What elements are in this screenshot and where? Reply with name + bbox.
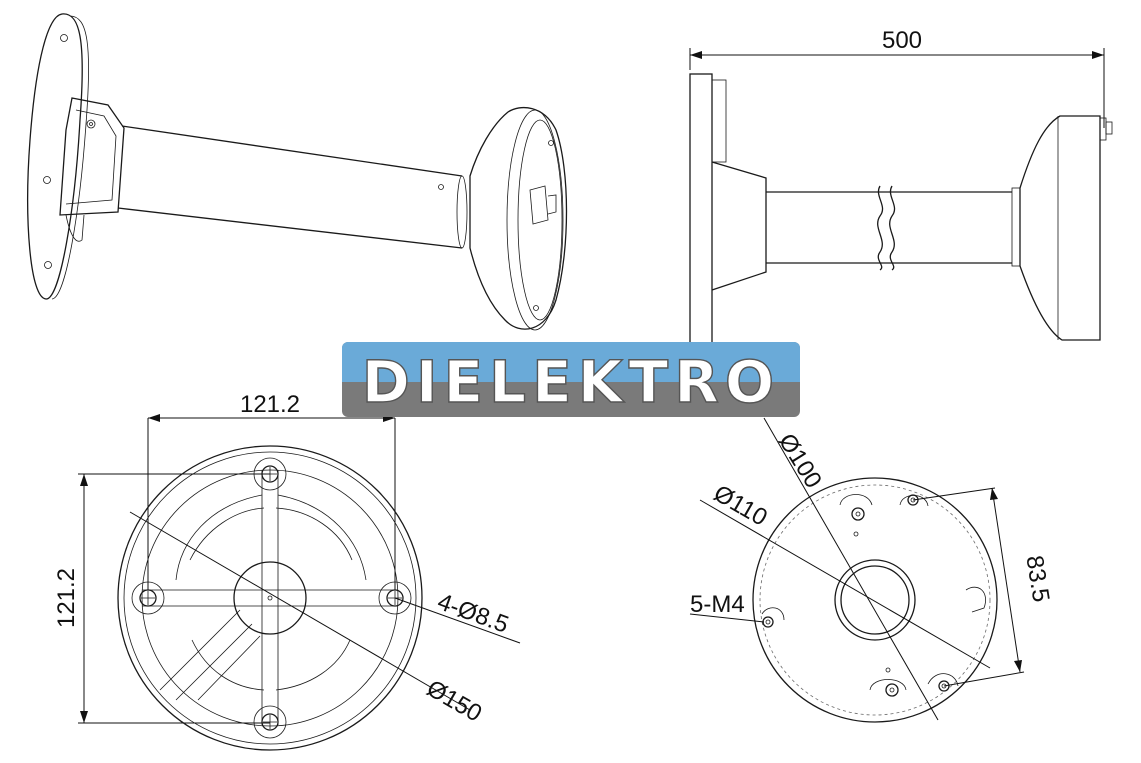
inner-diameter-dimension: Ø100: [773, 429, 827, 493]
length-dimension: 500: [882, 27, 922, 54]
plate-width-dimension: 121.2: [240, 391, 300, 418]
dielektro-logo: DIELEKTRO: [342, 342, 800, 417]
head-view: Ø100 Ø110 5-M4 83.5: [689, 417, 1054, 723]
screws-dimension: 5-M4: [690, 591, 745, 618]
plate-diameter-dimension: Ø150: [422, 675, 486, 728]
isometric-view: [27, 13, 568, 331]
logo-text: DIELEKTRO: [362, 348, 780, 416]
side-view: 500: [689, 27, 1113, 345]
mount-holes-dimension: 4-Ø8.5: [434, 588, 512, 638]
hole-spacing-dimension: 83.5: [1020, 554, 1054, 604]
plate-view: 121.2 121.2: [53, 391, 521, 751]
plate-height-dimension: 121.2: [53, 568, 80, 628]
